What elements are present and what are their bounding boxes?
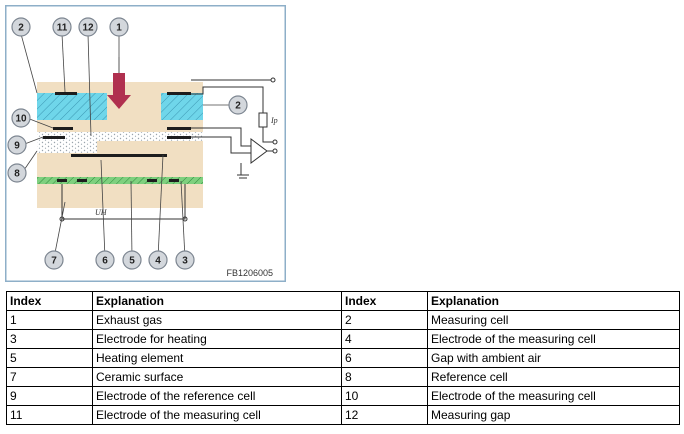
header-explanation-1: Explanation xyxy=(92,291,342,311)
callout-label: 7 xyxy=(51,256,57,267)
measuring-gap xyxy=(37,132,203,141)
exhaust-gas-arrow xyxy=(107,73,131,109)
pump-voltage-label: Ip xyxy=(270,116,278,125)
row-index: 2 xyxy=(341,310,428,330)
row-index: 4 xyxy=(341,329,428,349)
row-explanation: Electrode of the measuring cell xyxy=(427,386,680,406)
heater-contact-1 xyxy=(57,179,67,182)
callout-circle xyxy=(7,135,27,155)
row-index: 1 xyxy=(6,310,93,330)
callout-circle xyxy=(52,17,72,37)
table-row: 11 Electrode of the measuring cell 12 Me… xyxy=(6,405,680,425)
callout-circle xyxy=(11,17,31,37)
electrode-4 xyxy=(71,154,167,157)
callout-circle xyxy=(175,250,195,270)
heater-voltage-label: UH xyxy=(95,208,108,217)
callout-label: 6 xyxy=(102,256,108,267)
callout-label: 1 xyxy=(116,23,122,34)
row-explanation: Heating element xyxy=(92,348,342,368)
callout-circle xyxy=(44,250,64,270)
header-index-2: Index xyxy=(341,291,428,311)
reference-cell xyxy=(37,141,97,153)
callout-circle xyxy=(11,108,31,128)
row-explanation: Ceramic surface xyxy=(92,367,342,387)
callout-label: 12 xyxy=(82,23,94,34)
electrode-10b xyxy=(167,127,191,130)
callout-circle xyxy=(109,17,129,37)
row-index: 6 xyxy=(341,348,428,368)
row-explanation: Electrode for heating xyxy=(92,329,342,349)
callout-circle xyxy=(78,17,98,37)
row-explanation: Exhaust gas xyxy=(92,310,342,330)
row-index: 11 xyxy=(6,405,93,425)
measuring-cell-left xyxy=(37,93,107,120)
callout-circle xyxy=(122,250,142,270)
table-row: 9 Electrode of the reference cell 10 Ele… xyxy=(6,386,680,406)
callout-circle xyxy=(7,163,27,183)
callout-label: 8 xyxy=(14,169,20,180)
row-index: 10 xyxy=(341,386,428,406)
row-index: 9 xyxy=(6,386,93,406)
table-row: 7 Ceramic surface 8 Reference cell xyxy=(6,367,680,387)
callout-label: 5 xyxy=(129,256,135,267)
callout-label: 4 xyxy=(155,256,161,267)
reference-gap xyxy=(97,141,203,153)
callout-label: 11 xyxy=(57,23,68,34)
row-index: 5 xyxy=(6,348,93,368)
legend-table: Index Explanation Index Explanation 1 Ex… xyxy=(6,291,680,425)
header-explanation-2: Explanation xyxy=(427,291,680,311)
row-explanation: Electrode of the measuring cell xyxy=(427,329,680,349)
row-explanation: Measuring gap xyxy=(427,405,680,425)
heater-band xyxy=(37,177,203,184)
callout-label: 3 xyxy=(182,256,188,267)
table-row: 3 Electrode for heating 4 Electrode of t… xyxy=(6,329,680,349)
callout-label: 2 xyxy=(18,23,24,34)
electrode-11 xyxy=(55,92,77,95)
measuring-cell-right xyxy=(161,93,203,120)
callout-circle xyxy=(148,250,168,270)
heater-contact-3 xyxy=(147,179,157,182)
table-row: 1 Exhaust gas 2 Measuring cell xyxy=(6,310,680,330)
row-index: 8 xyxy=(341,367,428,387)
heater-contact-4 xyxy=(169,179,179,182)
callout-label: 2 xyxy=(235,101,241,112)
callout-circle xyxy=(228,95,248,115)
row-index: 7 xyxy=(6,367,93,387)
wiring xyxy=(59,77,278,222)
electrode-9 xyxy=(43,136,65,139)
row-explanation: Reference cell xyxy=(427,367,680,387)
callout-label: 9 xyxy=(14,141,20,152)
header-index-1: Index xyxy=(6,291,93,311)
figure-code: FB1206005 xyxy=(226,268,273,278)
callout-label: 10 xyxy=(15,114,27,125)
electrode-10 xyxy=(53,127,73,130)
row-explanation: Measuring cell xyxy=(427,310,680,330)
row-index: 12 xyxy=(341,405,428,425)
electrode-2 xyxy=(167,92,191,95)
table-row: 5 Heating element 6 Gap with ambient air xyxy=(6,348,680,368)
row-explanation: Gap with ambient air xyxy=(427,348,680,368)
electrode-9b xyxy=(167,136,191,139)
callout-circle xyxy=(95,250,115,270)
row-index: 3 xyxy=(6,329,93,349)
heater-contact-2 xyxy=(77,179,87,182)
row-explanation: Electrode of the reference cell xyxy=(92,386,342,406)
table-header-row: Index Explanation Index Explanation xyxy=(6,291,680,311)
row-explanation: Electrode of the measuring cell xyxy=(92,405,342,425)
